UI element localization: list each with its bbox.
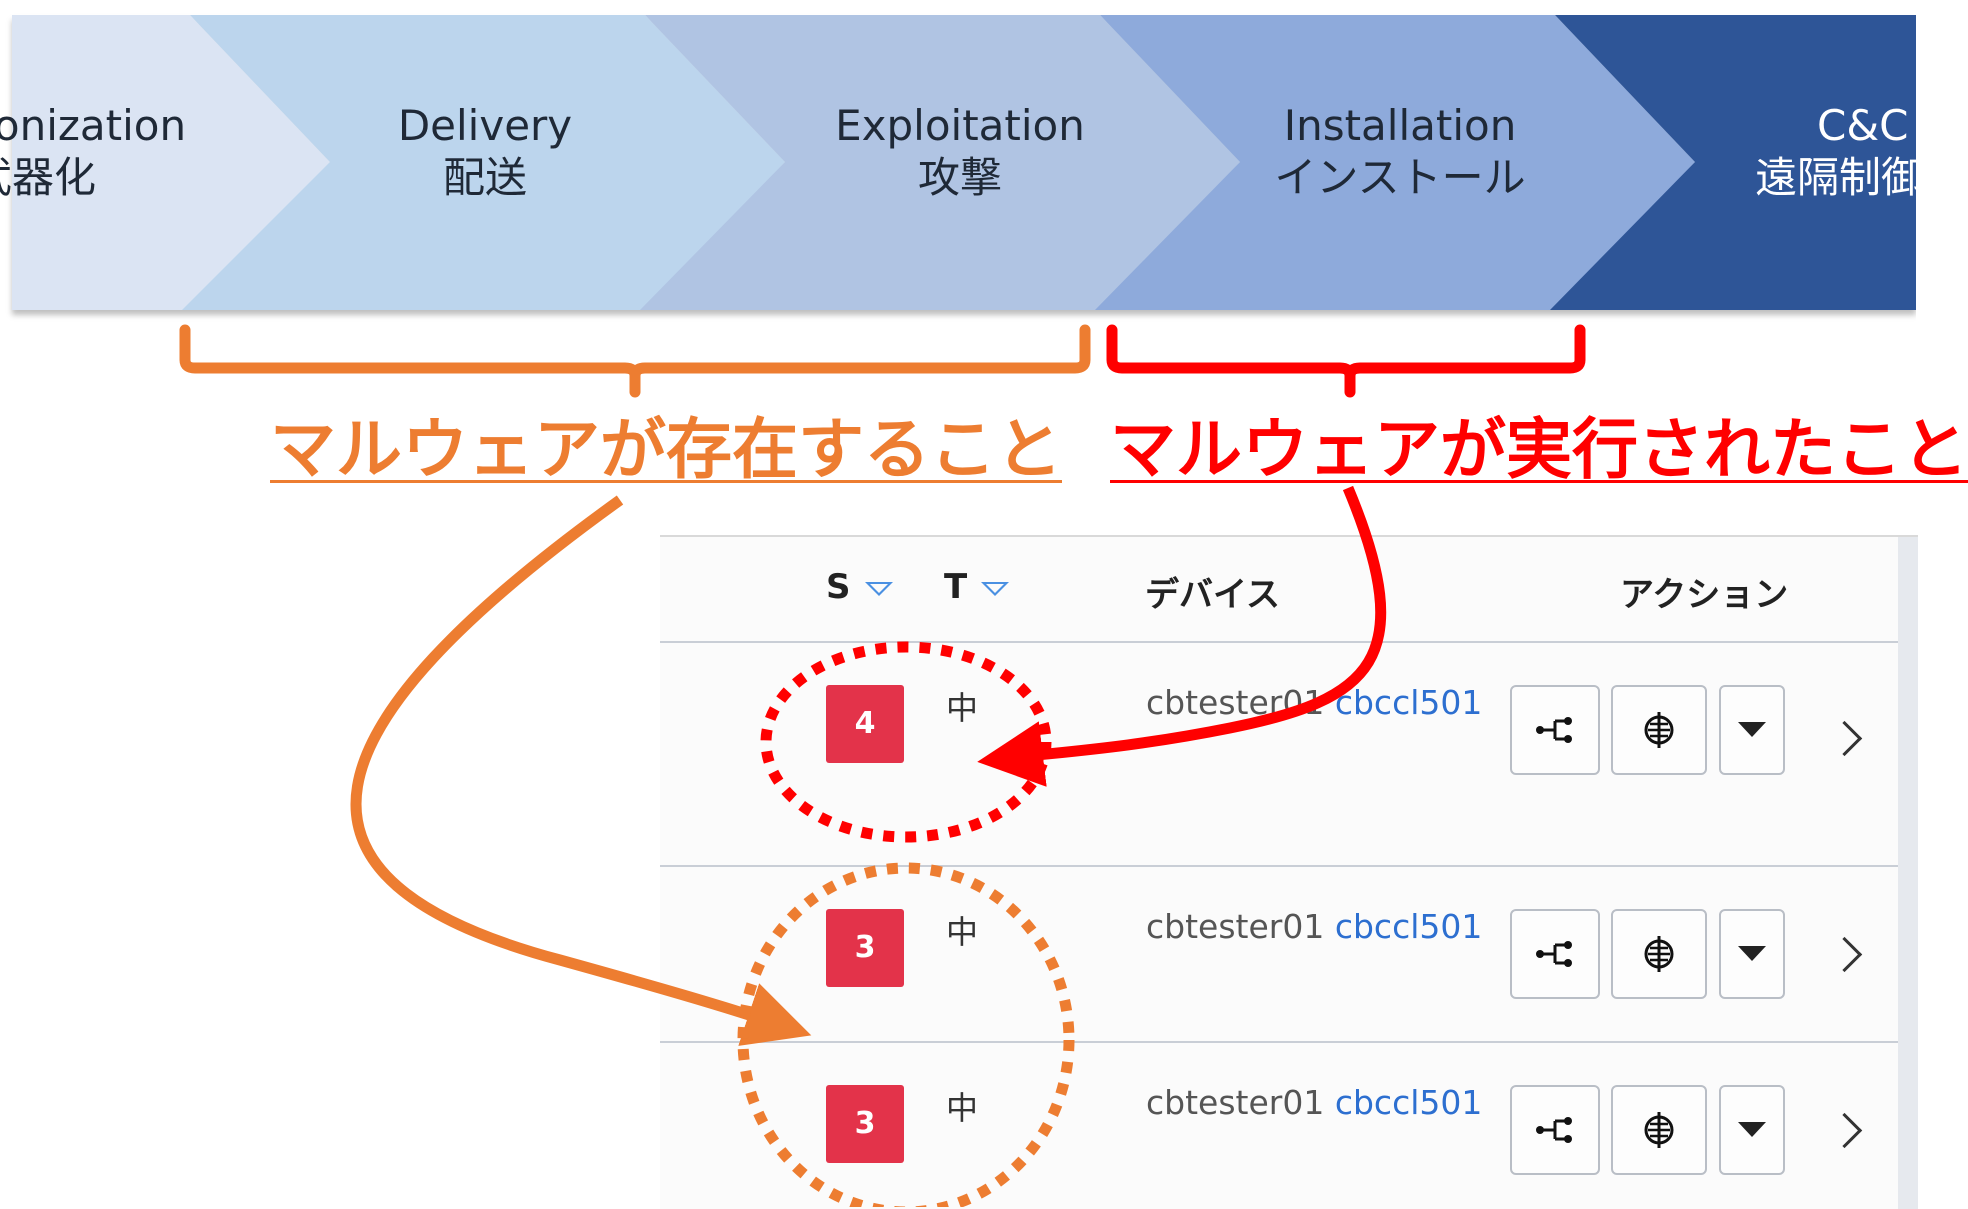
stage-label-en: Delivery	[397, 101, 573, 150]
table-row[interactable]: 4 中 cbtester01 cbccl501	[660, 643, 1898, 865]
stage-delivery-shape	[182, 15, 785, 310]
process-tree-button[interactable]	[1510, 909, 1600, 999]
stage-label-en: Installation	[1283, 101, 1517, 150]
row-divider	[660, 1041, 1898, 1043]
sort-down-icon[interactable]	[981, 581, 1010, 596]
stage-exploitation: Exploitation 攻撃	[820, 100, 1100, 204]
stage-weaponization-shape	[12, 15, 330, 310]
device-cell: cbtester01 cbccl501	[1146, 683, 1482, 722]
header-device: デバイス	[1145, 575, 1280, 615]
stage-weaponization: onization 武器化	[0, 100, 210, 204]
more-actions-dropdown[interactable]	[1719, 685, 1785, 775]
stage-label-en: C&C	[1817, 101, 1909, 150]
dropdown-caret-icon	[1738, 1122, 1766, 1137]
device-link[interactable]: cbccl501	[1334, 683, 1483, 722]
scrollbar[interactable]	[1898, 537, 1918, 1209]
device-cell: cbtester01 cbccl501	[1146, 907, 1482, 946]
header-t[interactable]: T	[944, 567, 1010, 607]
threat-level: 中	[946, 1089, 979, 1127]
chevron-right-icon[interactable]	[1826, 720, 1863, 757]
device-name: cbtester01	[1146, 1083, 1325, 1122]
process-tree-icon	[1536, 1117, 1572, 1143]
stage-delivery: Delivery 配送	[360, 100, 610, 204]
process-tree-button[interactable]	[1510, 1085, 1600, 1175]
header-s[interactable]: S	[826, 567, 893, 607]
chevron-right-icon[interactable]	[1826, 936, 1863, 973]
header-s-label: S	[826, 567, 851, 607]
chevron-right-icon[interactable]	[1826, 1112, 1863, 1149]
device-name: cbtester01	[1146, 907, 1325, 946]
alert-table: S T デバイス アクション 4 中 cbtester01 cbccl501 3…	[660, 535, 1918, 1209]
header-t-label: T	[944, 567, 968, 607]
threat-level: 中	[946, 689, 979, 727]
stage-label-ja: 攻撃	[917, 153, 1002, 202]
severity-badge: 4	[826, 685, 904, 763]
header-action: アクション	[1620, 575, 1789, 615]
caption-malware-present: マルウェアが存在すること	[270, 411, 1062, 488]
device-link[interactable]: cbccl501	[1334, 907, 1483, 946]
device-link[interactable]: cbccl501	[1334, 1083, 1483, 1122]
process-tree-icon	[1536, 941, 1572, 967]
investigate-button[interactable]	[1611, 909, 1707, 999]
stage-label-ja: 遠隔制御	[1755, 153, 1924, 202]
stage-installation: Installation インストール	[1250, 100, 1550, 204]
device-cell: cbtester01 cbccl501	[1146, 1083, 1482, 1122]
process-tree-icon	[1536, 717, 1572, 743]
table-row[interactable]: 3 中 cbtester01 cbccl501	[660, 867, 1898, 1041]
orange-brace	[179, 324, 1091, 398]
stage-label-en: onization	[0, 101, 187, 150]
sort-down-icon[interactable]	[864, 581, 893, 596]
row-divider	[660, 865, 1898, 867]
stage-cc-shape	[1550, 15, 1916, 310]
investigate-target-icon	[1644, 712, 1674, 748]
stage-label-ja: インストール	[1274, 153, 1526, 202]
threat-level: 中	[946, 913, 979, 951]
stage-label-ja: 武器化	[0, 153, 97, 202]
severity-badge: 3	[826, 909, 904, 987]
more-actions-dropdown[interactable]	[1719, 1085, 1785, 1175]
process-tree-button[interactable]	[1510, 685, 1600, 775]
severity-badge: 3	[826, 1085, 904, 1163]
investigate-target-icon	[1644, 936, 1674, 972]
stage-label-en: Exploitation	[835, 101, 1085, 150]
investigate-target-icon	[1644, 1112, 1674, 1148]
stage-cc: C&C 遠隔制御	[1755, 100, 1955, 204]
investigate-button[interactable]	[1611, 1085, 1707, 1175]
investigate-button[interactable]	[1611, 685, 1707, 775]
stage-exploitation-shape	[640, 15, 1240, 310]
stage-installation-shape	[1095, 15, 1695, 310]
more-actions-dropdown[interactable]	[1719, 909, 1785, 999]
banner-crop	[1916, 0, 1968, 330]
table-row[interactable]: 3 中 cbtester01 cbccl501	[660, 1043, 1898, 1209]
dropdown-caret-icon	[1738, 722, 1766, 737]
red-brace	[1106, 324, 1586, 398]
caption-malware-executed: マルウェアが実行されたこと	[1110, 411, 1968, 488]
device-name: cbtester01	[1146, 683, 1325, 722]
dropdown-caret-icon	[1738, 946, 1766, 961]
kill-chain-banner	[12, 15, 1916, 310]
stage-label-ja: 配送	[442, 153, 527, 202]
